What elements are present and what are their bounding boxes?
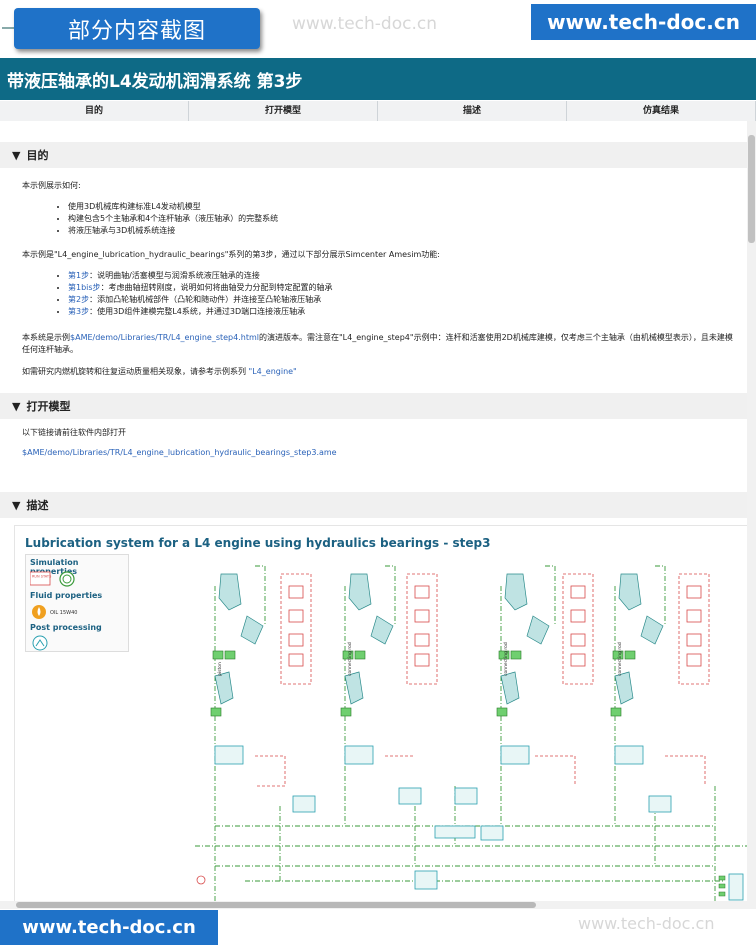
unit-label: connecting rod xyxy=(617,642,623,676)
collapse-triangle-icon[interactable]: ▼ xyxy=(12,498,21,512)
collapse-triangle-icon[interactable]: ▼ xyxy=(12,148,21,162)
post-processing-label: Post processing xyxy=(30,623,102,632)
step-1-link[interactable]: 第1步 xyxy=(68,271,90,280)
section-title: 打开模型 xyxy=(26,400,71,413)
section-title: 目的 xyxy=(26,149,49,162)
list-item: 第1步：说明曲轴/活塞模型与润滑系统液压轴承的连接 xyxy=(68,270,333,282)
fluid-name: OIL 15W40 xyxy=(50,610,77,616)
post-processing-icon xyxy=(32,635,48,651)
top-banner: 部分内容截图 www.tech-doc.cn www.tech-doc.cn xyxy=(0,0,756,58)
open-model-text: 以下链接请前往软件内部打开 xyxy=(22,428,126,437)
l4-engine-step4-link[interactable]: $AME/demo/Libraries/TR/L4_engine_step4.h… xyxy=(70,333,259,342)
system-diagram: Lubrication system for a L4 engine using… xyxy=(14,525,747,901)
further-reading: 如需研究内燃机旋转和往复运动质量相关现象，请参考示例系列 "L4_engine" xyxy=(22,367,297,376)
scrollbar-thumb[interactable] xyxy=(748,135,755,243)
section-header-description[interactable]: ▼ 描述 xyxy=(0,492,747,518)
purpose-bullet-list: 使用3D机械库构建标准L4发动机模型 构建包含5个主轴承和4个连杆轴承（液压轴承… xyxy=(68,201,278,237)
simulation-properties-label: Simulation properties xyxy=(30,558,79,576)
fluid-icon: OIL 15W40 xyxy=(32,605,77,619)
watermark-top: www.tech-doc.cn xyxy=(292,14,437,34)
schematic-drawing: piston connecting rod connecting rod con… xyxy=(195,565,747,901)
content-area[interactable]: ▼ 目的 本示例展示如何: 使用3D机械库构建标准L4发动机模型 构建包含5个主… xyxy=(0,121,747,901)
l4-engine-series-link[interactable]: "L4_engine" xyxy=(248,367,297,376)
unit-label: connecting rod xyxy=(347,642,353,676)
tab-simulation-results[interactable]: 仿真结果 xyxy=(567,101,755,121)
list-item: 将液压轴承与3D机械系统连接 xyxy=(68,225,278,237)
section-header-open-model[interactable]: ▼ 打开模型 xyxy=(0,393,747,419)
simulation-icons: RUN STATS xyxy=(30,571,75,587)
unit-label: piston xyxy=(217,662,223,676)
site-banner-bottom: www.tech-doc.cn xyxy=(0,910,218,945)
evolution-note: 本系统是示例$AME/demo/Libraries/TR/L4_engine_s… xyxy=(22,333,733,354)
step-1bis-link[interactable]: 第1bis步 xyxy=(68,283,101,292)
tab-bar: 目的 打开模型 描述 仿真结果 xyxy=(0,101,756,121)
fluid-properties-label: Fluid properties xyxy=(30,591,103,600)
page-title: 带液压轴承的L4发动机润滑系统 第3步 xyxy=(0,58,756,100)
step-2-link[interactable]: 第2步 xyxy=(68,295,90,304)
series-description: 本示例是"L4_engine_lubrication_hydraulic_bea… xyxy=(22,250,440,259)
tab-purpose[interactable]: 目的 xyxy=(0,101,188,121)
list-item: 第1bis步：考虑曲轴扭转刚度，说明如何将曲轴受力分配到特定配置的轴承 xyxy=(68,282,333,294)
scrollbar-thumb[interactable] xyxy=(16,902,536,908)
watermark-bottom: www.tech-doc.cn xyxy=(578,914,715,933)
purpose-intro: 本示例展示如何: xyxy=(22,181,81,190)
tab-description[interactable]: 描述 xyxy=(378,101,566,121)
step-3-link[interactable]: 第3步 xyxy=(68,307,90,316)
list-item: 第3步：使用3D组件建模完整L4系统，并通过3D端口连接液压轴承 xyxy=(68,306,333,318)
diagram-title: Lubrication system for a L4 engine using… xyxy=(25,536,491,550)
properties-panel: Simulation properties RUN STATS Fluid pr… xyxy=(25,554,129,652)
collapse-triangle-icon[interactable]: ▼ xyxy=(12,399,21,413)
run-stats-label: RUN STATS xyxy=(32,575,52,579)
list-item: 构建包含5个主轴承和4个连杆轴承（液压轴承）的完整系统 xyxy=(68,213,278,225)
model-file-link[interactable]: $AME/demo/Libraries/TR/L4_engine_lubrica… xyxy=(22,448,337,457)
tab-open-model[interactable]: 打开模型 xyxy=(189,101,377,121)
partial-screenshot-badge: 部分内容截图 xyxy=(14,8,260,49)
vertical-scrollbar[interactable] xyxy=(747,121,756,901)
steps-list: 第1步：说明曲轴/活塞模型与润滑系统液压轴承的连接 第1bis步：考虑曲轴扭转刚… xyxy=(68,270,333,318)
horizontal-scrollbar[interactable] xyxy=(0,901,756,909)
section-header-purpose[interactable]: ▼ 目的 xyxy=(0,142,747,168)
list-item: 第2步：添加凸轮轴机械部件（凸轮和随动件）并连接至凸轮轴液压轴承 xyxy=(68,294,333,306)
list-item: 使用3D机械库构建标准L4发动机模型 xyxy=(68,201,278,213)
section-title: 描述 xyxy=(26,499,49,512)
unit-label: connecting rod xyxy=(503,642,509,676)
site-banner-top: www.tech-doc.cn xyxy=(531,4,756,40)
